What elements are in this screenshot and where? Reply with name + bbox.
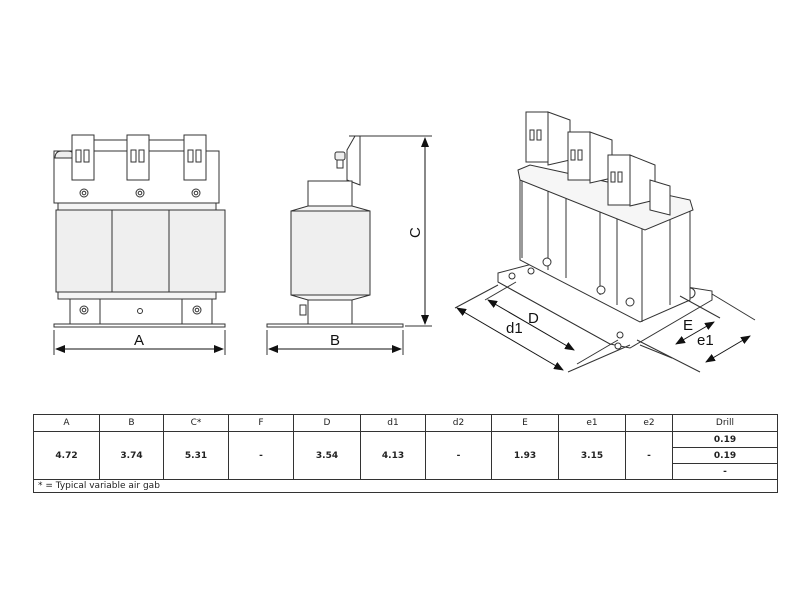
header-a: A	[33, 414, 100, 432]
technical-drawing: A B C	[53, 111, 756, 373]
isometric-view	[454, 111, 756, 373]
value-d1: 4.13	[360, 431, 426, 480]
value-drill-1: 0.19	[672, 431, 778, 448]
dimension-label-a: A	[134, 332, 144, 349]
value-f: -	[228, 431, 294, 480]
header-c: C*	[163, 414, 229, 432]
value-e1: 3.15	[558, 431, 626, 480]
value-drill-2: 0.19	[672, 447, 778, 464]
front-view	[53, 134, 226, 355]
header-e2: e2	[625, 414, 673, 432]
dimension-label-c: C	[407, 227, 424, 238]
header-e1: e1	[558, 414, 626, 432]
table-footnote-row: * = Typical variable air gab	[33, 479, 778, 493]
header-drill: Drill	[672, 414, 778, 432]
table-header-row: A B C* F D d1 d2 E e1 e2 Drill	[33, 414, 778, 432]
dimension-label-b: B	[330, 332, 340, 349]
header-b: B	[99, 414, 164, 432]
value-d2: -	[425, 431, 492, 480]
header-d2: d2	[425, 414, 492, 432]
value-a: 4.72	[33, 431, 100, 480]
header-e: E	[491, 414, 559, 432]
header-d: D	[293, 414, 361, 432]
footnote: * = Typical variable air gab	[33, 479, 778, 493]
side-view	[266, 135, 432, 355]
header-d1: d1	[360, 414, 426, 432]
header-f: F	[228, 414, 294, 432]
dimension-label-d: D	[528, 310, 539, 327]
dimension-label-e1: e1	[697, 332, 714, 349]
value-e: 1.93	[491, 431, 559, 480]
value-d: 3.54	[293, 431, 361, 480]
table-row: 4.72 3.74 5.31 - 3.54 4.13 - 1.93 3.15 -…	[33, 431, 778, 480]
dimension-table: A B C* F D d1 d2 E e1 e2 Drill 4.72 3.74…	[33, 414, 778, 493]
value-drill-3: -	[672, 463, 778, 480]
value-e2: -	[625, 431, 673, 480]
value-b: 3.74	[99, 431, 164, 480]
value-c: 5.31	[163, 431, 229, 480]
dimension-label-d1: d1	[506, 320, 523, 337]
dimension-label-e: E	[683, 317, 693, 334]
